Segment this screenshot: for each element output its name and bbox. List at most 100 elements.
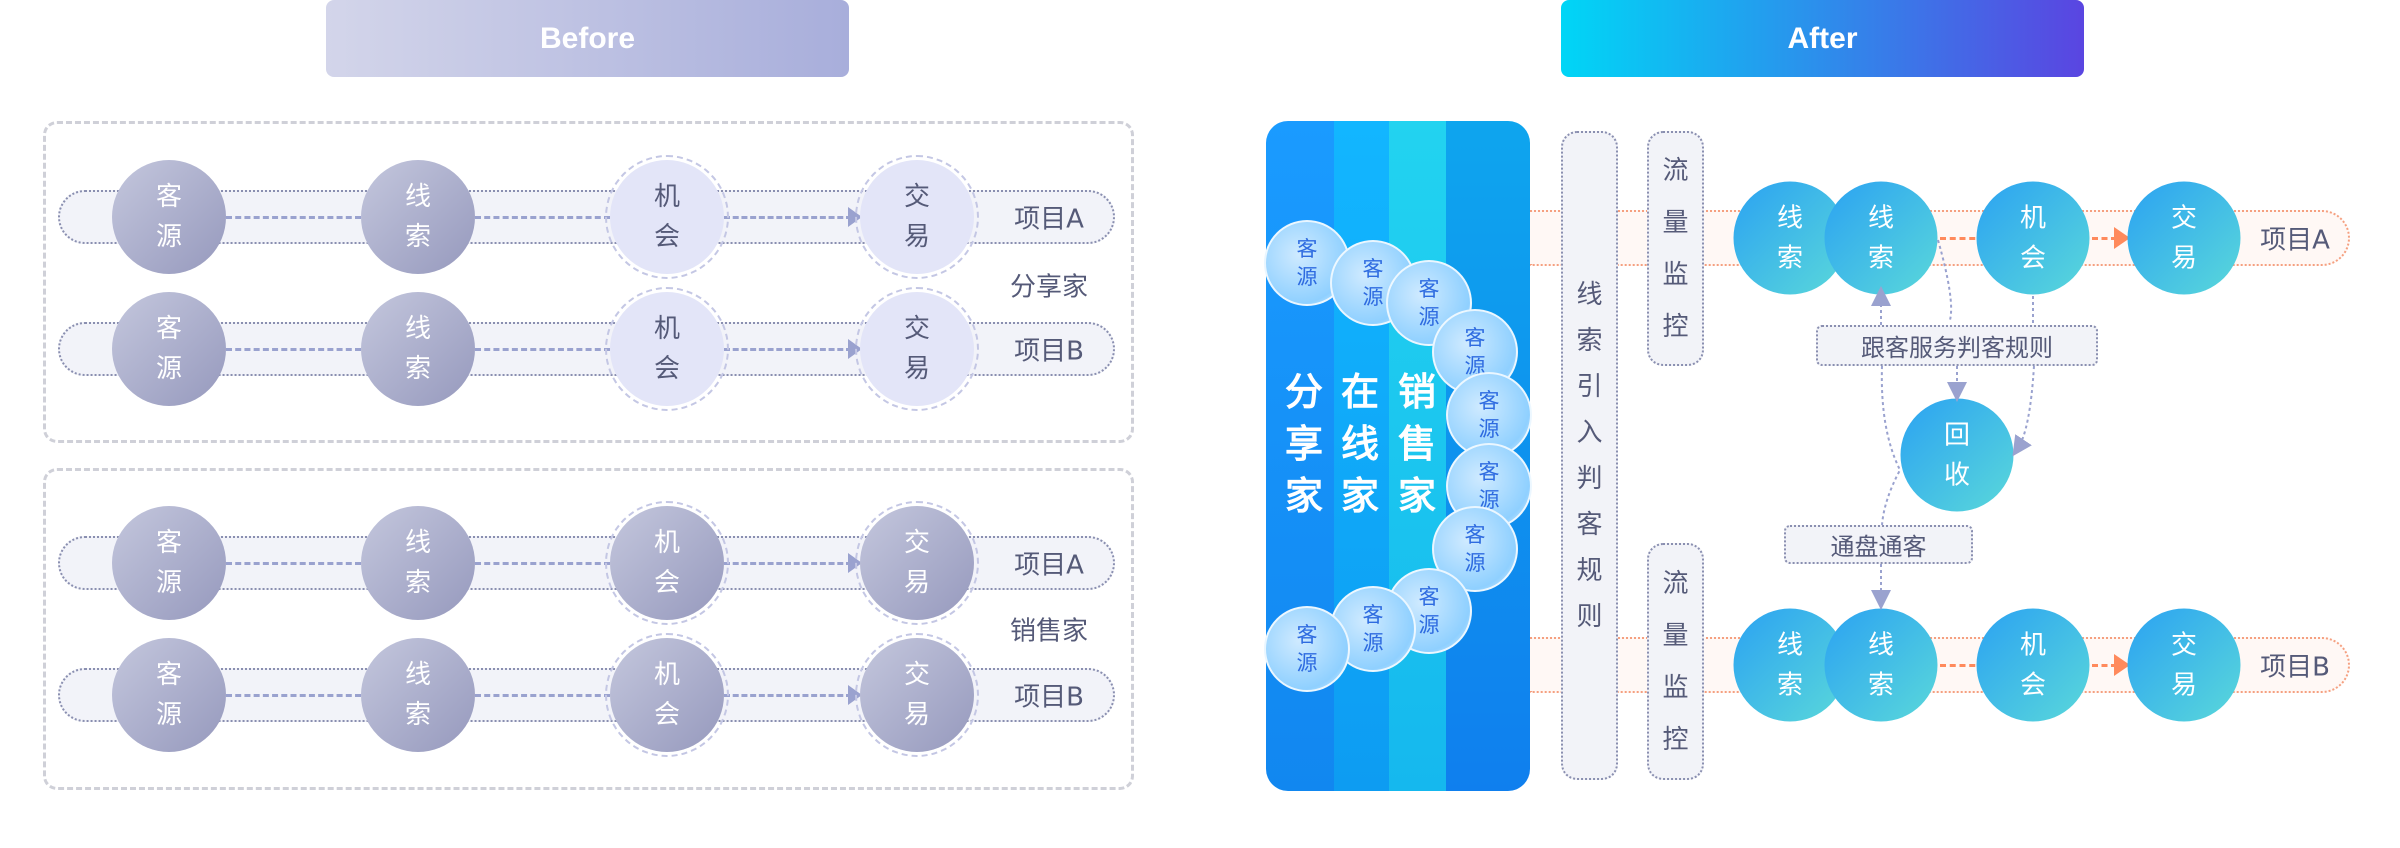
stage-char: 线 [1776, 630, 1803, 660]
before-stage-node: 交易 [855, 155, 979, 279]
stage-char: 索 [404, 354, 431, 384]
bubble-char: 源 [1296, 265, 1318, 289]
channel-label: 销售家 [1393, 366, 1441, 522]
before-header: Before [326, 0, 849, 77]
customer-source-bubble: 客源 [1386, 568, 1472, 654]
channel-char: 售 [1397, 422, 1436, 466]
project-label: 项目B [2260, 652, 2330, 683]
dashed-connector [226, 348, 361, 351]
dashed-connector [1940, 664, 1985, 667]
monitor-char: 流 [1662, 155, 1689, 186]
stage-char: 会 [653, 222, 680, 252]
stage-char: 索 [1776, 670, 1803, 700]
follow-service-rule-box: 跟客服务判客规则 [1816, 325, 2098, 366]
before-stage-node: 客源 [112, 638, 226, 752]
arrow-head-icon [848, 207, 862, 227]
bubble-char: 客 [1362, 257, 1384, 281]
monitor-char: 流 [1662, 568, 1689, 599]
bubble-char: 客 [1418, 585, 1440, 609]
channel-char: 家 [1284, 474, 1323, 518]
channel-char: 家 [1340, 474, 1379, 518]
dashed-connector [2092, 237, 2117, 240]
rule-char: 规 [1576, 555, 1603, 586]
monitor-char: 控 [1662, 311, 1689, 342]
before-stage-node: 交易 [855, 633, 979, 757]
dashed-connector [475, 562, 610, 565]
bubble-char: 客 [1478, 389, 1500, 413]
stage-char: 易 [903, 700, 930, 730]
bubble-char: 客 [1464, 523, 1486, 547]
channel-stripe [1389, 121, 1446, 791]
stage-char: 索 [404, 568, 431, 598]
rule-char: 则 [1576, 601, 1603, 632]
rule-char: 引 [1576, 371, 1603, 402]
stage-char: 索 [404, 222, 431, 252]
stage-char: 易 [903, 222, 930, 252]
bubble-char: 客 [1362, 603, 1384, 627]
bubble-char: 客 [1418, 277, 1440, 301]
stage-char: 机 [2019, 203, 2046, 233]
stage-char: 会 [653, 568, 680, 598]
stage-char: 源 [155, 568, 182, 598]
before-stage-node: 机会 [605, 633, 729, 757]
stage-char: 交 [903, 314, 930, 344]
stage-char: 线 [404, 660, 431, 690]
monitor-char: 量 [1662, 207, 1689, 238]
rule-char: 判 [1576, 463, 1603, 494]
stage-char: 源 [155, 354, 182, 384]
channel-stripe [1334, 121, 1389, 791]
bubble-char: 源 [1418, 305, 1440, 329]
bubble-char: 客 [1296, 623, 1318, 647]
lead-intake-rule-box: 线索引入判客规则 [1561, 131, 1618, 780]
shared-pool-box: 通盘通客 [1784, 525, 1973, 564]
stage-char: 机 [2019, 630, 2046, 660]
dashed-connector [226, 216, 361, 219]
project-label: 项目B [1014, 682, 1084, 713]
traffic-monitor-box: 流量监控 [1647, 131, 1704, 366]
dashed-connector [475, 694, 610, 697]
before-group-label: 销售家 [1009, 616, 1089, 647]
recycle-to-pool-curve [1880, 365, 1902, 526]
dashed-connector [724, 348, 852, 351]
stage-char: 线 [1867, 630, 1894, 660]
stage-char: 客 [155, 528, 182, 558]
project-label: 项目B [1014, 336, 1084, 367]
monitor-char: 量 [1662, 620, 1689, 651]
dashed-connector [1940, 237, 1985, 240]
channel-char: 分 [1284, 370, 1323, 414]
channel-char: 家 [1397, 474, 1436, 518]
before-stage-node: 客源 [112, 292, 226, 406]
stage-char: 易 [903, 354, 930, 384]
before-stage-node: 线索 [361, 292, 475, 406]
dashed-connector [724, 216, 852, 219]
bubble-char: 源 [1362, 285, 1384, 309]
monitor-char: 控 [1662, 724, 1689, 755]
before-stage-node: 线索 [361, 638, 475, 752]
arrow-head-icon [848, 553, 862, 573]
recycle-node: 回收 [1900, 398, 2014, 512]
stage-char: 交 [2170, 203, 2197, 233]
stage-char: 客 [155, 660, 182, 690]
stage-char: 交 [903, 528, 930, 558]
stage-char: 客 [155, 314, 182, 344]
stage-char: 易 [2170, 243, 2197, 273]
stage-char: 机 [653, 528, 680, 558]
channel-char: 在 [1340, 370, 1379, 414]
bubble-char: 客 [1478, 460, 1500, 484]
stage-char: 索 [1867, 670, 1894, 700]
before-stage-node: 线索 [361, 506, 475, 620]
before-stage-node: 机会 [605, 501, 729, 625]
recycle-char: 回 [1943, 420, 1970, 450]
stage-char: 交 [903, 182, 930, 212]
dashed-connector [2092, 664, 2117, 667]
dashed-connector [226, 694, 361, 697]
before-group-2-box [43, 468, 1134, 790]
rule-char: 索 [1576, 325, 1603, 356]
project-label: 项目A [2260, 225, 2330, 256]
rule-to-recycle-right [2012, 365, 2035, 457]
stage-char: 线 [1776, 203, 1803, 233]
stage-char: 客 [155, 182, 182, 212]
arrow-head-icon [2114, 654, 2130, 676]
before-stage-node: 客源 [112, 506, 226, 620]
